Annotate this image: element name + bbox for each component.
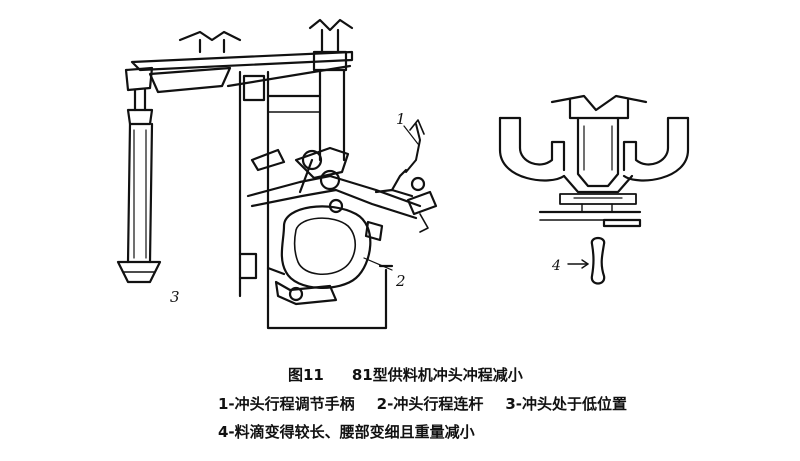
figure-caption-title: 图11 81型供料机冲头冲程减小: [288, 364, 523, 385]
callout-4: 4: [551, 258, 561, 274]
legend-item-2: 2-冲头行程连杆: [376, 395, 484, 413]
mechanism-diagram: 1 2 3 4: [116, 18, 690, 330]
feeder-mechanism-drawing: [116, 18, 438, 330]
legend-item-3: 3-冲头处于低位置: [505, 395, 628, 413]
figure-number: 图11: [288, 366, 324, 384]
legend-item-1: 1-冲头行程调节手柄: [218, 395, 355, 413]
legend-line-2: 4-料滴变得较长、腰部变细且重量减小: [218, 421, 475, 442]
callout-1: 1: [396, 110, 406, 128]
orifice-detail-drawing: [498, 94, 690, 285]
legend-item-4: 4-料滴变得较长、腰部变细且重量减小: [218, 423, 475, 441]
figure-title: 81型供料机冲头冲程减小: [351, 366, 523, 384]
legend-line-1: 1-冲头行程调节手柄 2-冲头行程连杆 3-冲头处于低位置: [218, 393, 627, 414]
callout-3: 3: [170, 288, 180, 306]
callout-2: 2: [395, 272, 406, 290]
